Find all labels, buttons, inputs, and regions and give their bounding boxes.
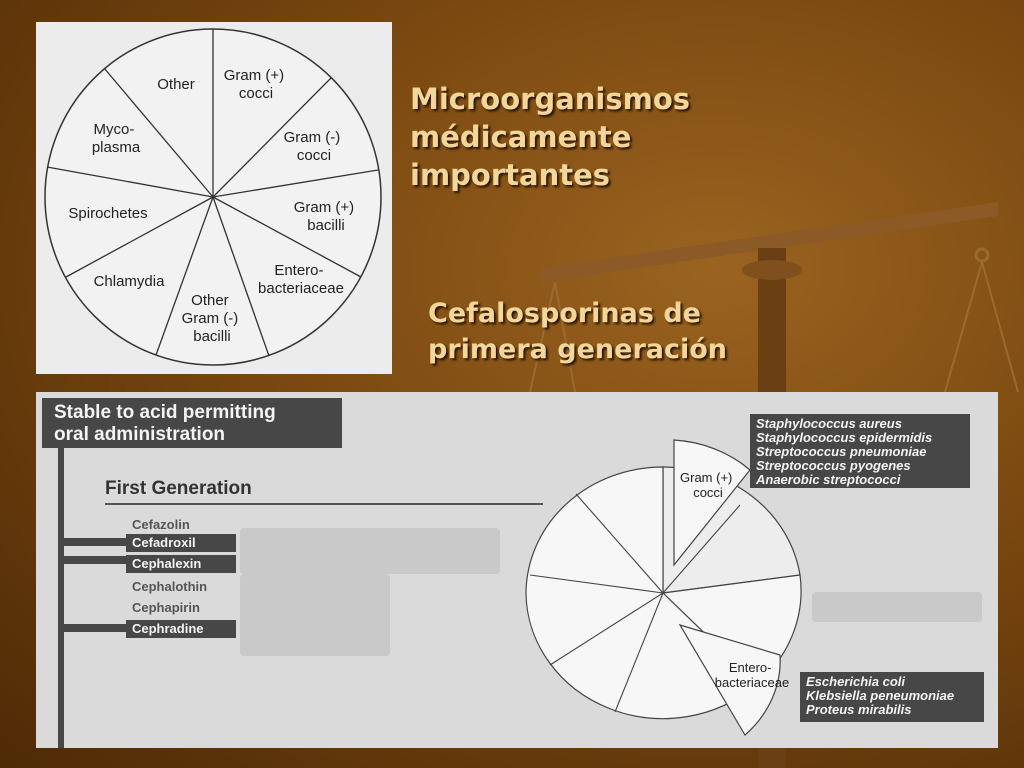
pie-label-gram-pos-cocci: Gram (+) cocci bbox=[224, 67, 289, 102]
pie-label-other: Other bbox=[157, 76, 195, 93]
pie-label-spirochetes: Spirochetes bbox=[68, 205, 147, 222]
bracket-vertical bbox=[58, 448, 64, 748]
scale-chain-far-right bbox=[554, 281, 576, 393]
bottom-pie-label-enterobacteriaceae: Entero- bacteriaceae bbox=[715, 660, 789, 690]
oral-administration-label: Stable to acid permitting oral administr… bbox=[42, 398, 342, 448]
pie-dividers bbox=[46, 29, 379, 357]
drug-cefadroxil: Cefadroxil bbox=[126, 534, 236, 552]
generation-divider bbox=[105, 503, 543, 505]
drug-cephalexin: Cephalexin bbox=[126, 555, 236, 573]
scale-beam bbox=[540, 202, 998, 282]
generation-heading: First Generation bbox=[105, 478, 252, 499]
organism-item: Streptococcus pneumoniae bbox=[756, 444, 927, 459]
bracket-connector bbox=[58, 556, 126, 564]
scale-chain-far-left bbox=[529, 281, 556, 393]
organism-pie-chart: Gram (+) cocci Gram (-) cocci Gram (+) b… bbox=[44, 28, 382, 366]
organism-item: Klebsiella peneumoniae bbox=[806, 688, 955, 703]
organism-item: Staphylococcus epidermidis bbox=[756, 430, 933, 445]
pie-label-enterobacteriaceae: Entero- bacteriaceae bbox=[258, 262, 344, 297]
organism-item: Escherichia coli bbox=[806, 674, 905, 689]
slide-subtitle-line: Cefalosporinas de bbox=[428, 298, 701, 329]
drug-cefazolin: Cefazolin bbox=[132, 517, 190, 532]
drug-cephapirin: Cephapirin bbox=[132, 600, 200, 615]
slide-title-line: importantes bbox=[410, 158, 611, 192]
organism-item: Staphylococcus aureus bbox=[756, 416, 902, 431]
pie-label-gram-neg-cocci: Gram (-) cocci bbox=[284, 129, 345, 164]
scale-hook bbox=[974, 247, 990, 263]
organism-item: Anaerobic streptococci bbox=[756, 472, 901, 487]
bracket-connector bbox=[58, 624, 126, 632]
pie-slice-gram-pos-cocci bbox=[673, 439, 751, 567]
organism-item: Proteus mirabilis bbox=[806, 702, 912, 717]
pie-slice-enterobacteriaceae bbox=[678, 623, 781, 736]
erased-area bbox=[240, 528, 500, 574]
drug-cephradine: Cephradine bbox=[126, 620, 236, 638]
bottom-pie-dividers bbox=[529, 493, 741, 713]
pie-label-gram-pos-bacilli: Gram (+) bacilli bbox=[294, 199, 359, 234]
organism-item: Streptococcus pyogenes bbox=[756, 458, 911, 473]
enterobacteriaceae-organisms-box: Escherichia coli Klebsiella peneumoniae … bbox=[800, 672, 984, 722]
pie-label-other-gram-neg-bacilli: Other Gram (-) bacilli bbox=[182, 292, 243, 345]
scale-pivot bbox=[742, 260, 802, 280]
gram-positive-organisms-box: Staphylococcus aureus Staphylococcus epi… bbox=[750, 414, 970, 488]
oral-label-line: oral administration bbox=[54, 424, 226, 445]
erased-area bbox=[240, 574, 390, 656]
scale-chain-right bbox=[981, 261, 1019, 393]
scale-chain-left bbox=[944, 261, 983, 393]
slide-subtitle-line: primera generación bbox=[428, 334, 728, 365]
slide-title: Microorganismos médicamente importantes bbox=[410, 80, 690, 194]
bracket-connector bbox=[58, 538, 126, 546]
erased-area bbox=[812, 592, 982, 622]
organism-pie-panel: Gram (+) cocci Gram (-) cocci Gram (+) b… bbox=[36, 22, 392, 374]
slide-title-line: Microorganismos bbox=[410, 82, 691, 116]
pie-label-mycoplasma: Myco- plasma bbox=[92, 121, 141, 156]
drug-cephalothin: Cephalothin bbox=[132, 579, 208, 594]
bottom-pie-label-gram-pos-cocci: Gram (+) cocci bbox=[680, 470, 736, 500]
slide-title-line: médicamente bbox=[410, 120, 632, 154]
oral-label-line: Stable to acid permitting bbox=[54, 402, 276, 423]
slide-subtitle: Cefalosporinas de primera generación bbox=[428, 296, 727, 368]
pie-label-chlamydia: Chlamydia bbox=[94, 273, 166, 290]
